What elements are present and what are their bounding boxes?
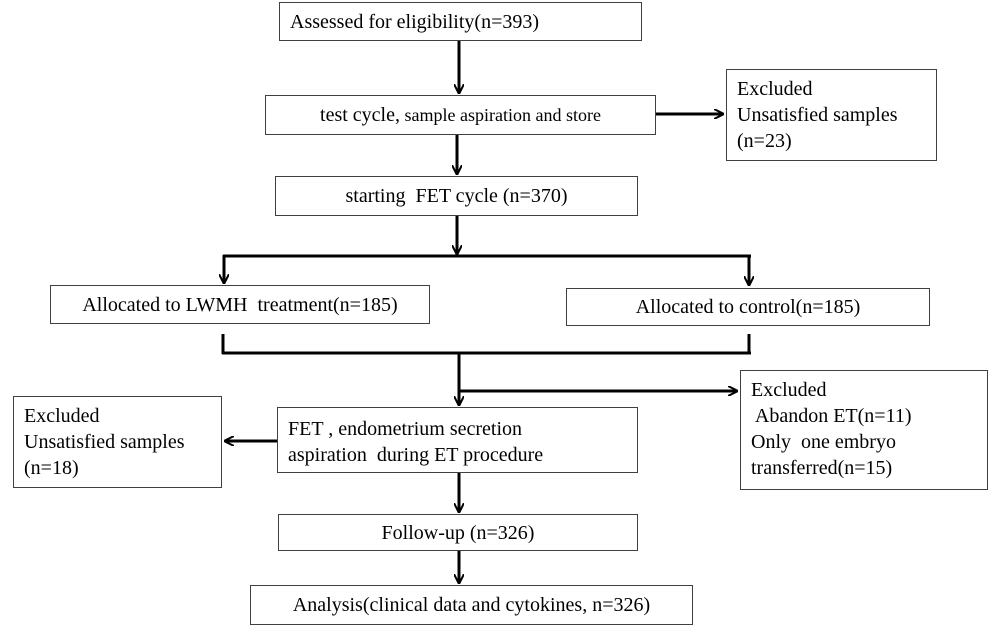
lwmh-label: Allocated to LWMH treatment(n=185)	[82, 293, 398, 316]
box-excluded-et: Excluded Abandon ET(n=11) Only one embry…	[740, 370, 988, 490]
box-fet-aspiration: FET , endometrium secretion aspiration d…	[277, 407, 638, 473]
box-analysis: Analysis(clinical data and cytokines, n=…	[250, 585, 693, 625]
excluded-3-title: Excluded	[24, 405, 100, 427]
excluded-3-count: (n=18)	[24, 457, 79, 479]
fet-line2: aspiration during ET procedure	[288, 444, 544, 466]
excluded-2-line3: transferred(n=15)	[751, 457, 893, 479]
excluded-1-count: (n=23)	[737, 130, 792, 152]
box-followup: Follow-up (n=326)	[278, 514, 638, 551]
test-cycle-label: test cycle, sample aspiration and store	[320, 102, 601, 128]
followup-label: Follow-up (n=326)	[381, 521, 535, 544]
excluded-1-reason: Unsatisfied samples	[737, 104, 898, 126]
box-excluded-unsatisfied-23: Excluded Unsatisfied samples (n=23)	[726, 69, 937, 161]
box-excluded-unsatisfied-18: Excluded Unsatisfied samples (n=18)	[13, 396, 222, 488]
assessed-label: Assessed for eligibility(n=393)	[290, 10, 540, 33]
excluded-2-line2: Only one embryo	[751, 431, 896, 453]
excluded-1-title: Excluded	[737, 78, 813, 100]
fet-line1: FET , endometrium secretion	[288, 418, 523, 440]
analysis-label: Analysis(clinical data and cytokines, n=…	[292, 594, 651, 616]
starting-label: starting FET cycle (n=370)	[345, 185, 568, 207]
excluded-2-line1: Abandon ET(n=11)	[751, 405, 912, 427]
control-label: Allocated to control(n=185)	[635, 296, 861, 318]
excluded-3-reason: Unsatisfied samples	[24, 431, 185, 453]
box-lwmh-treatment: Allocated to LWMH treatment(n=185)	[50, 285, 430, 324]
box-starting-fet: starting FET cycle (n=370)	[275, 176, 638, 216]
test-cycle-rest: sample aspiration and store	[400, 105, 601, 125]
box-assessed: Assessed for eligibility(n=393)	[279, 2, 642, 41]
box-control: Allocated to control(n=185)	[566, 288, 930, 326]
test-cycle-main: test cycle,	[320, 104, 400, 126]
excluded-2-title: Excluded	[751, 379, 827, 401]
box-test-cycle: test cycle, sample aspiration and store	[265, 95, 656, 135]
